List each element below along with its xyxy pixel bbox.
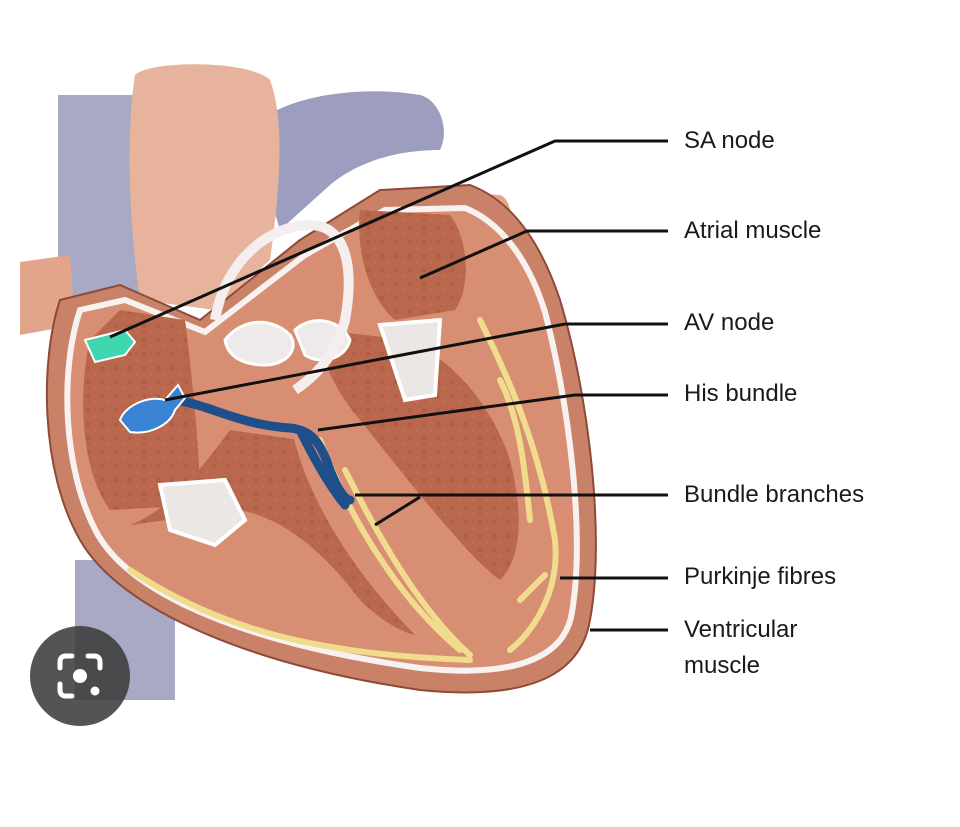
tricuspid-valve — [157, 477, 248, 548]
label-purkinje-fibres: Purkinje fibres — [684, 563, 837, 590]
leader-lines — [109, 139, 668, 632]
sa-node — [83, 328, 137, 364]
leader-sa-node — [109, 139, 668, 339]
his-bundle — [170, 395, 355, 510]
label-av-node: AV node — [684, 309, 775, 336]
purkinje-fibres — [127, 317, 559, 663]
label-ventricular-muscle-line2: muscle — [684, 652, 761, 679]
mitral-valve — [377, 317, 443, 403]
label-sa-node: SA node — [684, 127, 775, 154]
av-node — [118, 383, 187, 434]
left-atrium — [359, 210, 466, 320]
left-ventricle — [320, 330, 519, 580]
vena-cava — [58, 95, 140, 340]
lens-search-icon — [57, 653, 103, 699]
aorta — [129, 64, 280, 311]
label-atrial-muscle: Atrial muscle — [684, 217, 822, 244]
label-bundle-branches: Bundle branches — [684, 481, 865, 508]
aortic-valve — [223, 320, 295, 367]
aortic-arch-outline — [210, 219, 354, 395]
lens-search-button[interactable] — [30, 626, 130, 726]
leader-av-node — [164, 322, 668, 402]
leader-his-bundle — [317, 393, 668, 432]
pulmonary-artery — [250, 91, 444, 230]
leader-bundle-branches — [355, 493, 668, 527]
label-his-bundle: His bundle — [684, 380, 798, 407]
label-ventricular-muscle-line1: Ventricular — [684, 616, 798, 643]
leader-atrial-muscle — [419, 229, 668, 280]
